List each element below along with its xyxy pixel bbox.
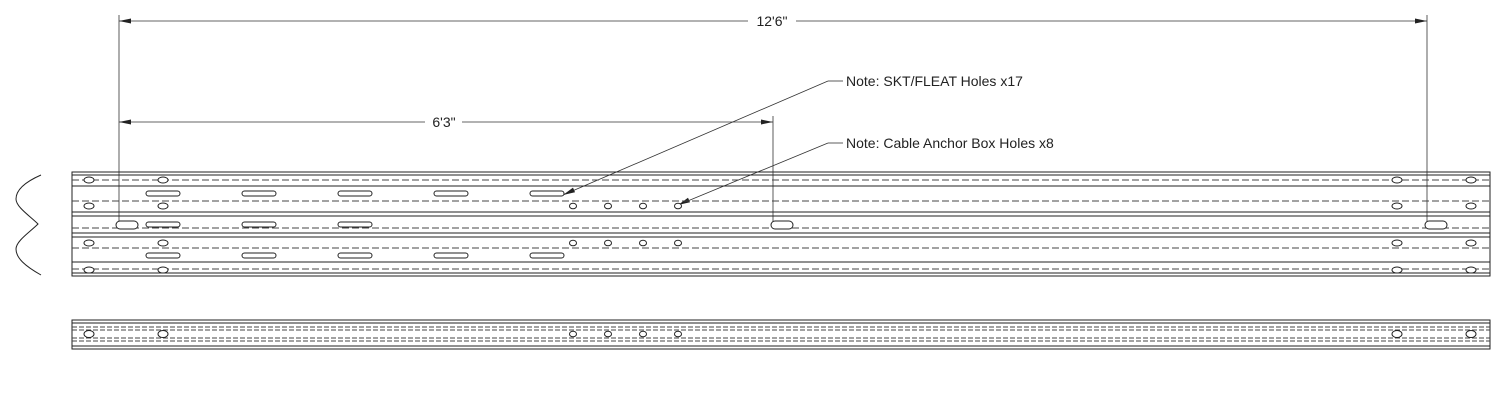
splice-hole [1465, 176, 1477, 184]
note-cable-anchor-text: Note: Cable Anchor Box Holes x8 [846, 135, 1054, 151]
rail-outline [71, 171, 1491, 277]
skt-fleat-slot [145, 221, 181, 228]
leader-line-skt [562, 80, 829, 196]
arrowhead-right [1415, 18, 1427, 24]
skt-fleat-slot [145, 252, 181, 259]
skt-fleat-slot [433, 190, 469, 197]
cable-anchor-hole [604, 202, 612, 210]
splice-hole [157, 266, 169, 274]
skt-fleat-slot [241, 221, 277, 228]
skt-fleat-slot [529, 252, 565, 259]
note-cable-anchor: Note: Cable Anchor Box Holes x8 [677, 135, 1054, 206]
splice-hole [83, 202, 95, 210]
splice-hole [1465, 202, 1477, 210]
rail-plan-view [71, 171, 1491, 277]
side-outline [71, 319, 1491, 350]
splice-hole [83, 266, 95, 274]
arrowhead-left [119, 18, 131, 24]
profile-outer-line [15, 174, 42, 276]
splice-hole [83, 176, 95, 184]
skt-fleat-slot [337, 221, 373, 228]
cable-anchor-hole [674, 202, 682, 210]
skt-fleat-slot [433, 252, 469, 259]
splice-hole [1465, 239, 1477, 247]
rail-side-view [71, 319, 1491, 350]
post-bolt-slot [115, 220, 139, 230]
cable-anchor-hole [674, 239, 682, 247]
side-hole [639, 330, 647, 338]
side-hole [83, 330, 95, 338]
side-hole [1391, 330, 1403, 338]
w-beam-profile [15, 174, 42, 276]
half-dimension: 6'3" [119, 114, 774, 222]
post-bolt-slot [770, 220, 794, 230]
note-skt-fleat: Note: SKT/FLEAT Holes x17 [562, 73, 1023, 196]
half-arrowhead-right [761, 119, 773, 125]
cable-anchor-hole [569, 239, 577, 247]
skt-fleat-slot [145, 190, 181, 197]
splice-hole [1391, 239, 1403, 247]
skt-fleat-slot [337, 190, 373, 197]
cable-anchor-hole [604, 239, 612, 247]
side-hole [604, 330, 612, 338]
skt-fleat-slot [241, 252, 277, 259]
side-hole [157, 330, 169, 338]
skt-fleat-slot [241, 190, 277, 197]
cable-anchor-hole [639, 239, 647, 247]
side-hole [674, 330, 682, 338]
splice-hole [157, 239, 169, 247]
note-skt-fleat-text: Note: SKT/FLEAT Holes x17 [846, 73, 1023, 89]
half-length-label: 6'3" [432, 114, 455, 130]
splice-hole [157, 176, 169, 184]
side-hole [569, 330, 577, 338]
half-arrowhead-left [119, 119, 131, 125]
cable-anchor-hole [569, 202, 577, 210]
overall-dimension: 12'6" [118, 13, 1428, 222]
splice-hole [1391, 266, 1403, 274]
skt-fleat-slot [337, 252, 373, 259]
splice-hole [1465, 266, 1477, 274]
post-bolt-slot [1424, 220, 1448, 230]
leader-line-cable [677, 142, 829, 206]
overall-length-label: 12'6" [756, 13, 787, 29]
splice-hole [1391, 202, 1403, 210]
cable-anchor-hole [639, 202, 647, 210]
skt-fleat-slot [529, 190, 565, 197]
splice-hole [1391, 176, 1403, 184]
side-hole [1465, 330, 1477, 338]
splice-hole [83, 239, 95, 247]
leader-arrow-skt [563, 187, 575, 195]
splice-hole [157, 202, 169, 210]
